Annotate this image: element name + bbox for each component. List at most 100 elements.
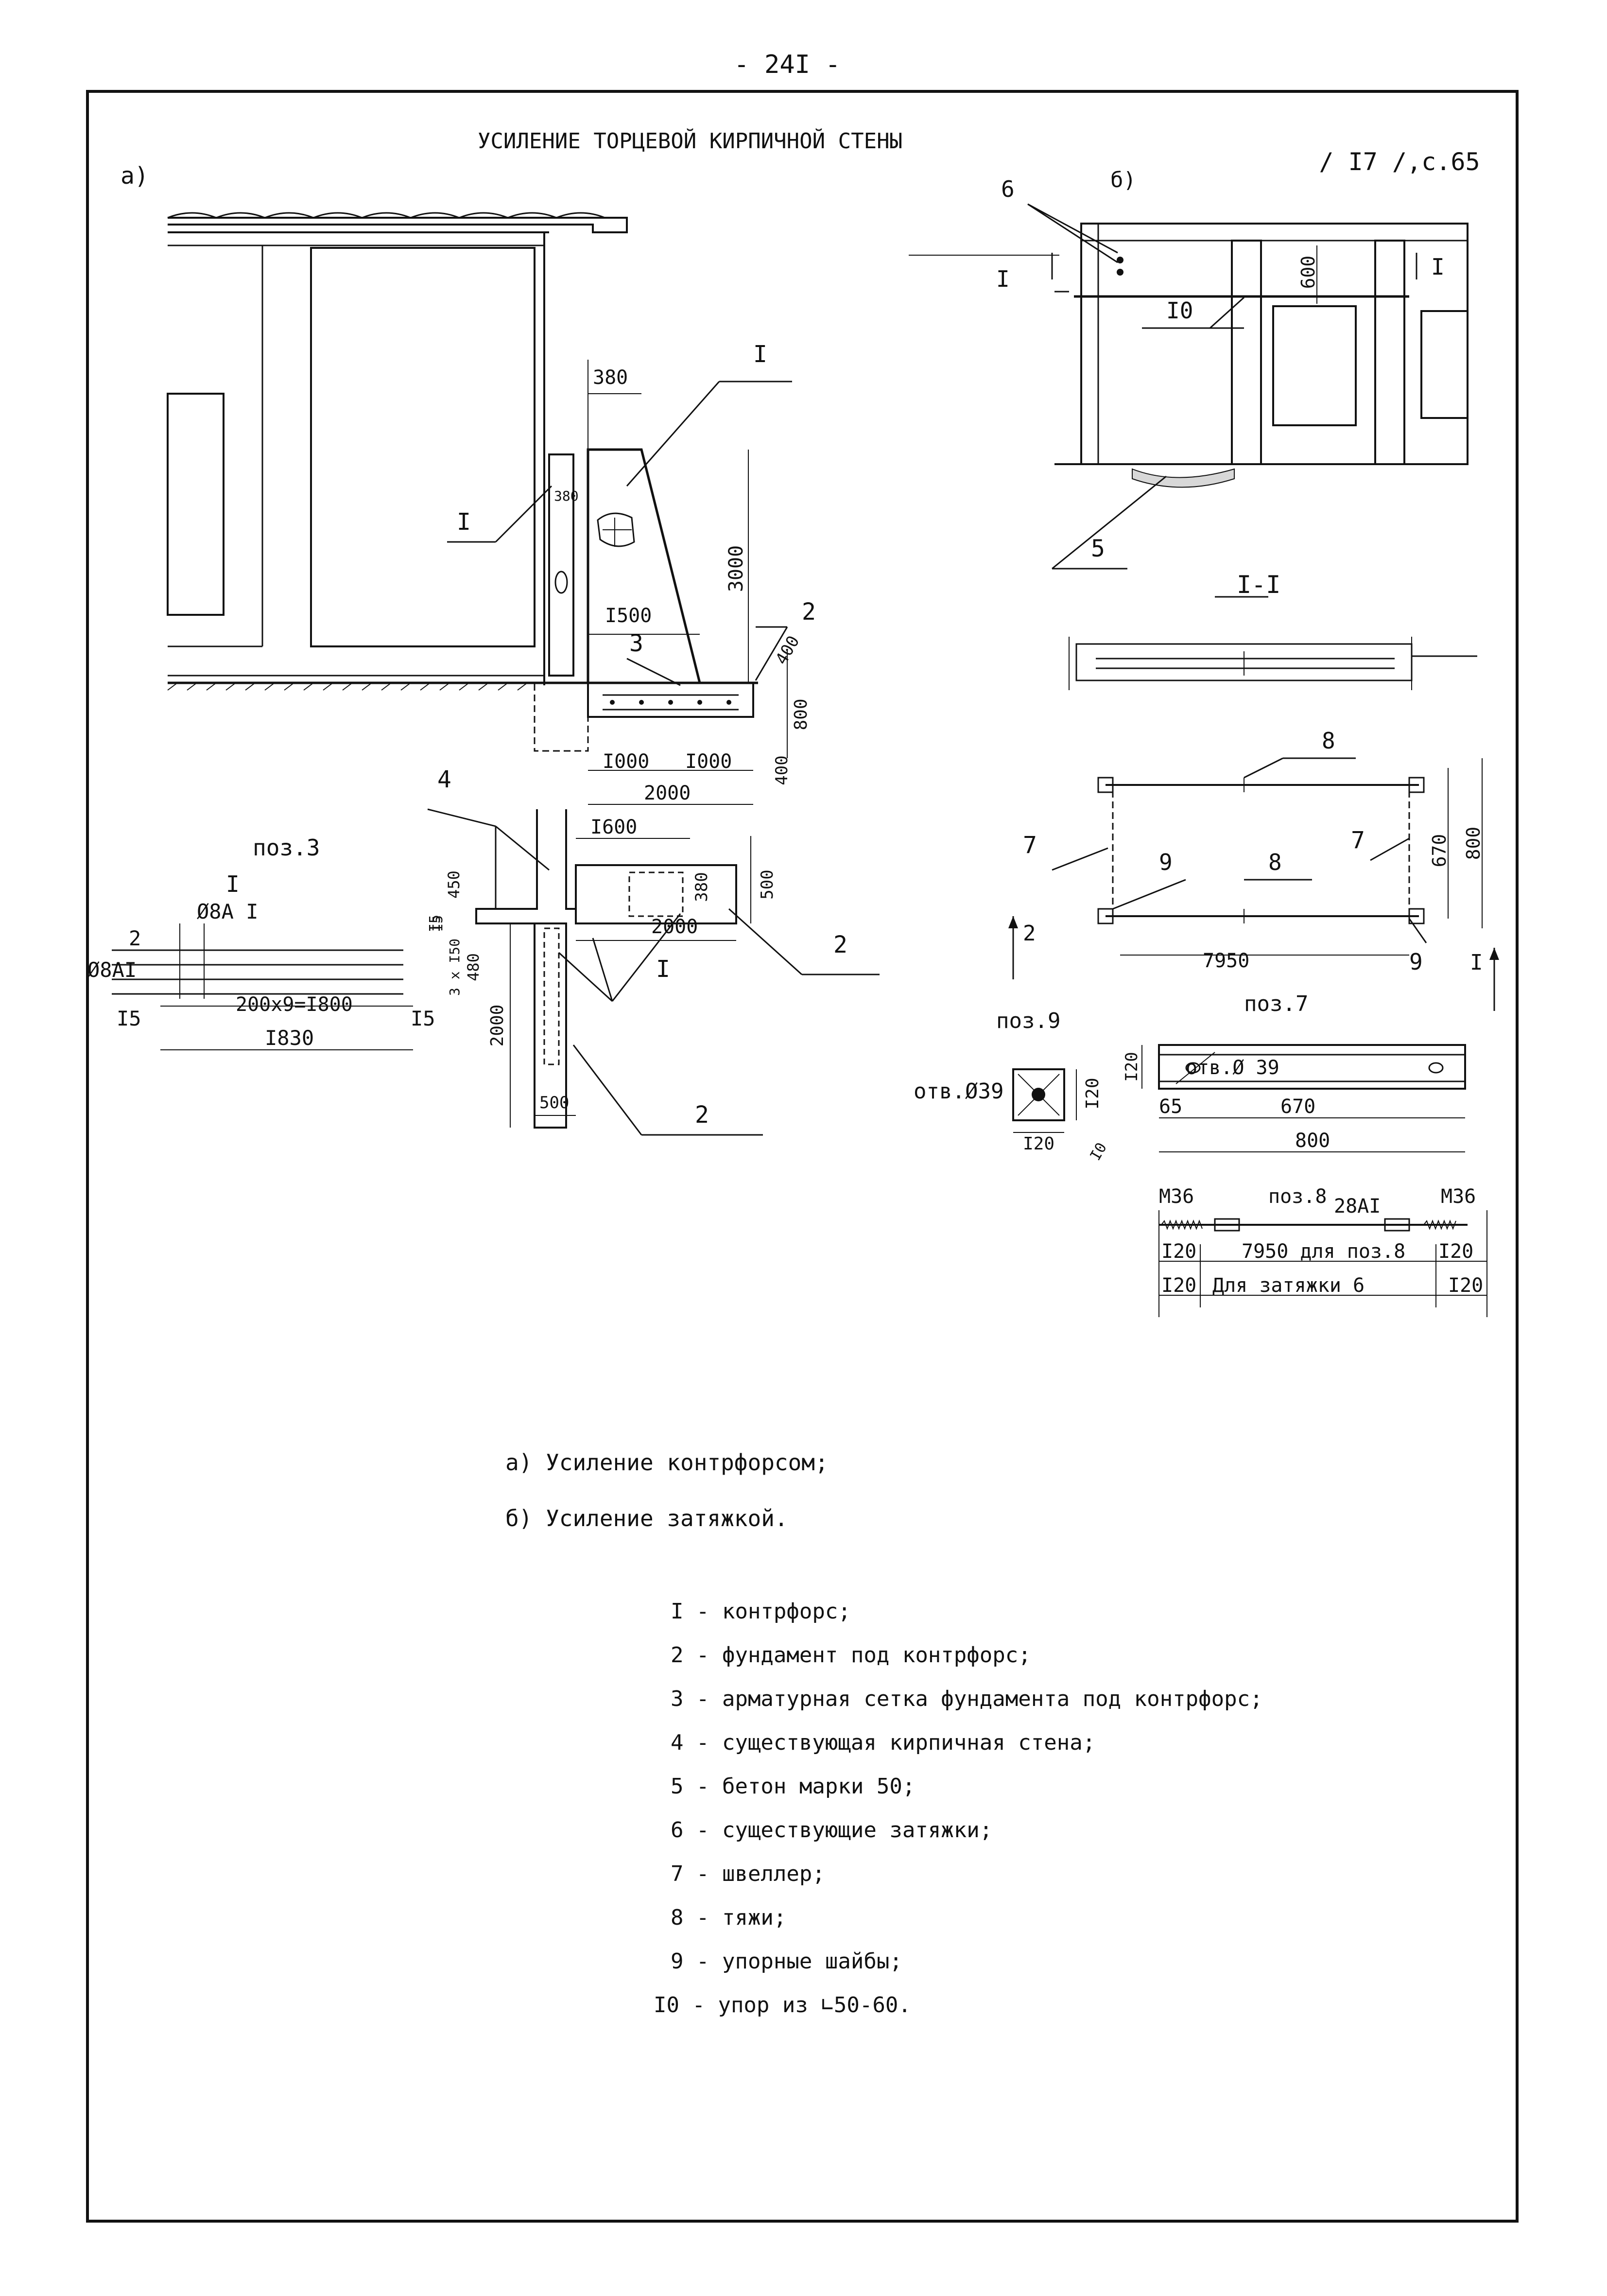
pos9-dim-thickness: I0	[1087, 1140, 1110, 1164]
pos3-mesh-detail: поз.3 I Ø8А I 2 Ø8АI I5 200x9=I800 I5 I8…	[87, 835, 446, 1050]
callout-1-buttress: I	[753, 341, 767, 368]
legend-item: 6 - существующие затяжки;	[671, 1818, 992, 1843]
dim-500-plan: 500	[758, 870, 777, 899]
part-a-elevation: а) 380 380 3000 I50	[121, 162, 816, 805]
callout-7-left: 7	[1023, 832, 1037, 859]
pos8-thread-left: М36	[1159, 1185, 1194, 1208]
dim-800-plan: 800	[1463, 827, 1484, 860]
pos7-dim-height: I20	[1122, 1052, 1141, 1081]
pos9-washer-detail: поз.9 отв.Ø39 I20 I20 I0	[914, 1009, 1110, 1164]
pos8-row1-right: I20	[1438, 1240, 1473, 1263]
pos3-title: поз.3	[253, 835, 320, 861]
pos7-hole: отв.Ø 39	[1186, 1057, 1279, 1079]
buttress	[587, 448, 702, 684]
dim-380-pilaster: 380	[554, 488, 579, 504]
pos8-row2-middle: Для затяжки 6	[1212, 1274, 1365, 1297]
dim-450: 450	[445, 870, 463, 899]
dim-2000-plan: 2000	[651, 916, 698, 938]
part-b-label: б)	[1110, 168, 1136, 192]
dim-3000: 3000	[725, 545, 747, 592]
dim-600: 600	[1297, 256, 1319, 289]
legend-item: 2 - фундамент под контрфорс;	[671, 1643, 1031, 1668]
legend: I - контрфорс; 2 - фундамент под контрфо…	[654, 1599, 1263, 2018]
callout-9-right: 9	[1409, 949, 1423, 975]
callout-7-right: 7	[1351, 827, 1365, 854]
callout-8-top: 8	[1322, 728, 1335, 754]
dim-380-top: 380	[593, 366, 628, 389]
pos3-bar-label: Ø8А I	[197, 900, 258, 923]
legend-item: 3 - арматурная сетка фундамента под конт…	[671, 1687, 1263, 1711]
section-arrow-1: I	[1470, 950, 1483, 975]
callout-5-concrete: 5	[1091, 535, 1105, 562]
pos3-dim-spacing: 200x9=I800	[236, 993, 353, 1016]
pos3-dim-total: I830	[265, 1026, 314, 1050]
part-a-label: а)	[121, 162, 149, 190]
drawing-title: УСИЛЕНИЕ ТОРЦЕВОЙ КИРПИЧНОЙ СТЕНЫ	[478, 128, 902, 154]
dim-1500: I500	[605, 605, 652, 627]
callout-10-stop: I0	[1166, 297, 1193, 324]
dim-670: 670	[1429, 834, 1450, 868]
dim-1600: I600	[590, 816, 637, 838]
dim-15-plan: I5	[427, 915, 444, 932]
part-a-plan: 4 I600 500 380 2000 3 x I50 450 480 I5 2…	[427, 766, 880, 1136]
dim-380-plan: 380	[692, 872, 711, 902]
callout-9-left: 9	[1159, 849, 1173, 875]
pos8-bar-grade: 28АI	[1334, 1195, 1381, 1218]
pos8-thread-right: М36	[1441, 1185, 1476, 1208]
callout-2-foundation: 2	[802, 598, 816, 626]
dim-7950: 7950	[1203, 950, 1249, 972]
pos8-title: поз.8	[1268, 1185, 1327, 1208]
pos3-dim-15-right: I5	[411, 1007, 435, 1030]
legend-item: 9 - упорные шайбы;	[671, 1949, 902, 1974]
page-frame	[86, 90, 1519, 2223]
callout-3-mesh: 3	[629, 630, 643, 657]
tie-plan: 670 800 7950 8 7 7 9 8 9 2 I	[1008, 728, 1499, 1011]
dim-480: 480	[464, 953, 483, 981]
pos9-dim-height: I20	[1083, 1078, 1103, 1109]
pos7-dim-800: 800	[1295, 1130, 1330, 1152]
reference-note: / I7 /,с.65	[1319, 148, 1480, 176]
pos9-title: поз.9	[996, 1009, 1060, 1033]
dim-2000-base: 2000	[644, 782, 691, 804]
part-b-elevation: б) I I 6 I0 600 5	[909, 168, 1469, 570]
section-arrow-2: 2	[1023, 921, 1036, 946]
dim-400-bottom: 400	[772, 755, 792, 785]
page-number: - 24I -	[734, 50, 840, 79]
pos7-dim-65: 65	[1159, 1096, 1182, 1118]
legend-item: 4 - существующая кирпичная стена;	[671, 1730, 1095, 1755]
pos8-tie-rod-detail: М36 поз.8 28АI М36 I20 7950 для поз.8 I2…	[1158, 1185, 1487, 1317]
pos8-row1-middle: 7950 для поз.8	[1242, 1240, 1405, 1263]
dim-1000-left: I000	[603, 750, 649, 773]
dim-400-top: 400	[772, 632, 803, 668]
pos9-dim-width: I20	[1023, 1134, 1054, 1154]
section-mark-right: I	[1431, 254, 1445, 280]
pos3-dim-15-top: I5	[430, 915, 446, 932]
section-mark-left: I	[996, 266, 1010, 292]
pos3-dim-15-left: I5	[117, 1007, 141, 1030]
legend-item: 7 - швеллер;	[671, 1861, 825, 1886]
dim-2000-vertical: 2000	[487, 1005, 507, 1047]
callout-2-plan-bottom: 2	[695, 1101, 709, 1129]
legend-item: I - контрфорс;	[671, 1599, 851, 1624]
section-title: I-I	[1237, 571, 1280, 599]
dim-800: 800	[791, 698, 811, 730]
dim-1000-right: I000	[685, 750, 732, 773]
pos3-side-label: Ø8АI	[87, 958, 137, 982]
callout-2-plan-right: 2	[833, 931, 847, 958]
pos7-channel-detail: поз.7 отв.Ø 39 I20 65 670 800	[1122, 991, 1466, 1152]
callout-1-wall: I	[457, 508, 471, 536]
legend-item: I0 - упор из ∟50-60.	[654, 1993, 911, 2018]
pos8-row1-left: I20	[1161, 1240, 1196, 1263]
pos8-row2-left: I20	[1161, 1274, 1196, 1297]
callout-4-existing-wall: 4	[437, 766, 451, 793]
pos7-dim-670: 670	[1280, 1096, 1315, 1118]
dim-500-base: 500	[539, 1093, 569, 1113]
section-i-i: I-I	[1069, 571, 1477, 690]
pos8-row2-right: I20	[1448, 1274, 1483, 1297]
callout-8-bottom: 8	[1268, 849, 1282, 875]
callout-6-ties: 6	[1001, 176, 1015, 202]
callout-1-plan: I	[656, 956, 670, 983]
caption-a: а) Усиление контрфорсом;	[505, 1449, 829, 1476]
pos3-callout-2: 2	[129, 926, 141, 950]
